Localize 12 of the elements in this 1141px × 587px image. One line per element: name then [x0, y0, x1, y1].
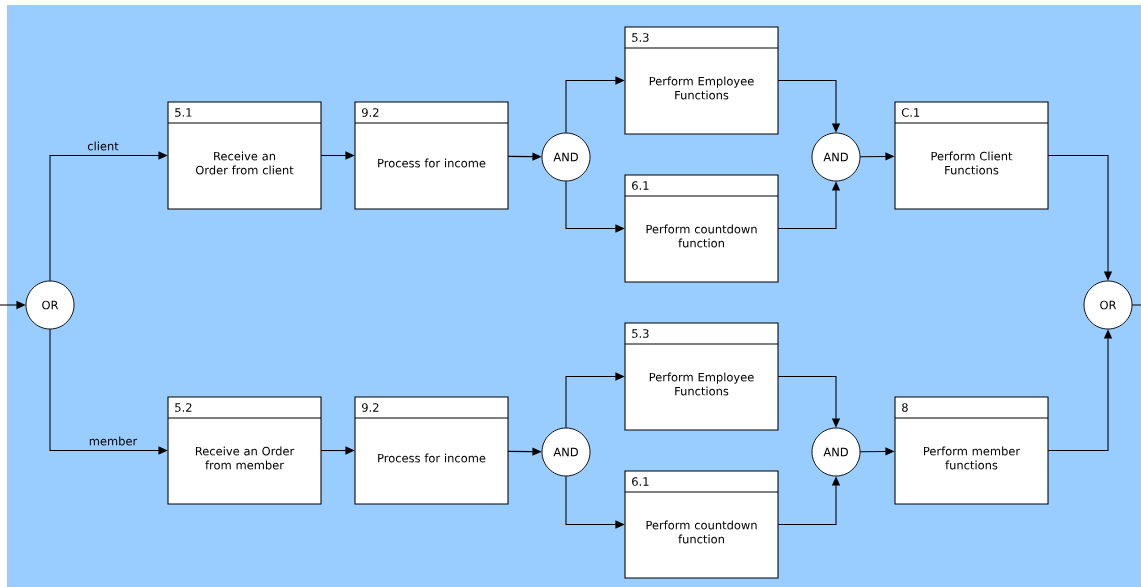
process-box: 9.2 Process for income	[354, 396, 509, 505]
process-box: 5.3 Perform Employee Functions	[624, 322, 779, 431]
process-box: 6.1 Perform countdown function	[624, 174, 779, 283]
edge-label: client	[85, 140, 121, 152]
process-box: 8 Perform member functions	[894, 396, 1049, 505]
process-box: 6.1 Perform countdown function	[624, 470, 779, 579]
process-box: 9.2 Process for income	[354, 101, 509, 210]
edge-label: member	[87, 435, 139, 447]
process-box: 5.2 Receive an Order from member	[167, 396, 322, 505]
process-box: 5.3 Perform Employee Functions	[624, 26, 779, 135]
process-box: 5.1 Receive an Order from client	[167, 101, 322, 210]
process-box: C.1 Perform Client Functions	[894, 101, 1049, 210]
